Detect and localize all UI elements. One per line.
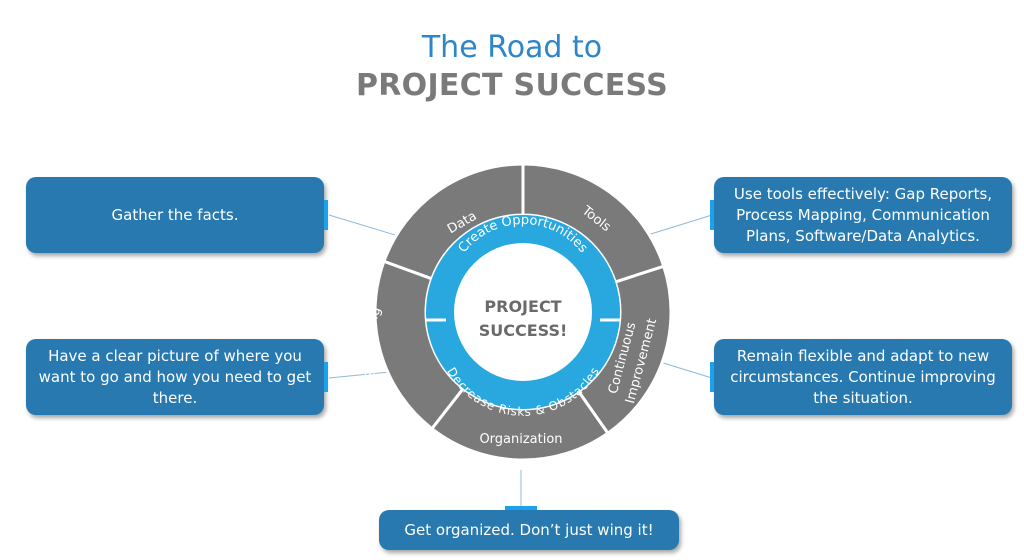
center-label-line-2: SUCCESS! xyxy=(479,321,568,340)
connector-strategy xyxy=(328,371,391,379)
title-line-1: The Road to xyxy=(421,30,603,65)
callout-tab-tools xyxy=(710,200,714,230)
callout-tab-continuous xyxy=(710,362,714,392)
callout-data: Gather the facts. xyxy=(26,177,324,253)
center-circle xyxy=(454,243,592,381)
callout-tab-data xyxy=(324,200,328,230)
callout-tools: Use tools effectively: Gap Reports, Proc… xyxy=(714,177,1012,253)
callout-strategy: Have a clear picture of where you want t… xyxy=(26,339,324,415)
connector-data xyxy=(328,214,406,239)
center-label-line-1: PROJECT xyxy=(484,297,561,316)
callout-organization: Get organized. Don’t just wing it! xyxy=(379,510,679,550)
segment-label-organization: Organization xyxy=(479,432,562,447)
title-line-2: PROJECT SUCCESS xyxy=(355,68,669,103)
callout-tab-organization xyxy=(505,506,537,510)
callout-continuous: Remain flexible and adapt to new circums… xyxy=(714,339,1012,415)
callout-tab-strategy xyxy=(324,362,328,392)
connector-continuous xyxy=(659,361,713,379)
